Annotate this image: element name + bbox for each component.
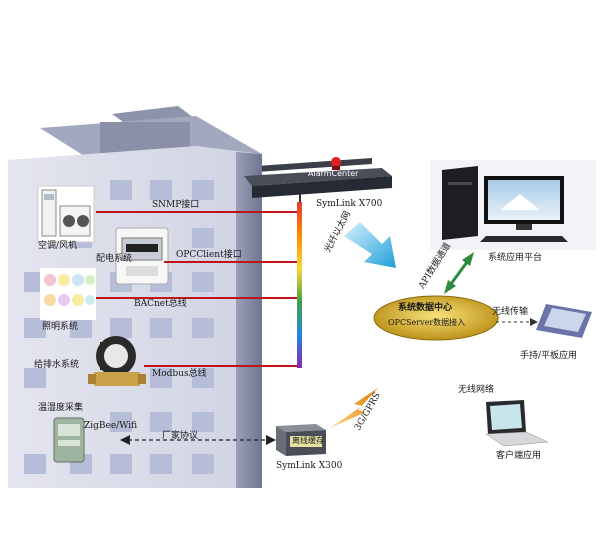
symlink-x300-label: SymLink X300 <box>276 461 343 471</box>
meter-image <box>115 227 169 285</box>
opc-client-interface-label: OPCClient接口 <box>176 250 242 260</box>
client-app-label: 客户端应用 <box>496 451 542 461</box>
alarm-center-label: AlarmCenter <box>308 169 359 178</box>
gprs-lightning-icon <box>330 388 378 428</box>
symlink-x700-label: SymLink X700 <box>316 199 383 209</box>
lighting-system-label: 照明系统 <box>42 322 79 332</box>
api-arrow <box>444 252 474 294</box>
platform-computer-image <box>430 160 596 250</box>
fiber-arrow <box>344 222 396 268</box>
wireless-transfer-label: 无线传输 <box>492 307 529 317</box>
building-windows <box>24 180 214 474</box>
temp-humidity-label: 温湿度采集 <box>38 403 84 413</box>
vendor-protocol-label: 厂家协议 <box>162 431 199 441</box>
vendor-protocol-arrow <box>120 435 276 445</box>
data-center-ellipse <box>373 295 499 341</box>
data-center-title: 系统数据中心 <box>398 303 453 313</box>
symlink-x300-device <box>276 424 326 456</box>
ac-fan-label: 空调/风机 <box>38 241 78 251</box>
water-meter-image <box>88 336 146 386</box>
water-system-label: 给排水系统 <box>34 360 80 370</box>
handheld-tablet-image <box>536 304 592 338</box>
light-bulbs-image <box>40 268 96 320</box>
wireless-arrow <box>496 318 538 326</box>
sensor-image <box>53 417 85 463</box>
modbus-bus-label: Modbus总线 <box>152 369 207 379</box>
client-laptop-image <box>485 400 549 447</box>
ac-unit-image <box>37 185 95 243</box>
symlink-x700-device <box>244 157 392 198</box>
snmp-interface-label: SNMP接口 <box>152 200 200 210</box>
platform-app-label: 系统应用平台 <box>488 253 543 263</box>
data-center-subtitle: OPCServer数据接入 <box>388 318 466 327</box>
offline-cache-label: 离线缓存 <box>292 436 324 445</box>
bacnet-bus-label: BACnet总线 <box>134 299 187 309</box>
rainbow-trunk <box>297 202 302 368</box>
wireless-network-label: 无线网络 <box>458 385 495 395</box>
bus-lines <box>96 211 300 367</box>
power-system-label: 配电系统 <box>96 254 133 264</box>
alarm-light-icon <box>331 157 341 167</box>
handheld-app-label: 手持/平板应用 <box>520 351 578 361</box>
zigbee-wifi-label: ZigBee/Wifi <box>84 421 138 431</box>
building-side <box>236 152 262 488</box>
